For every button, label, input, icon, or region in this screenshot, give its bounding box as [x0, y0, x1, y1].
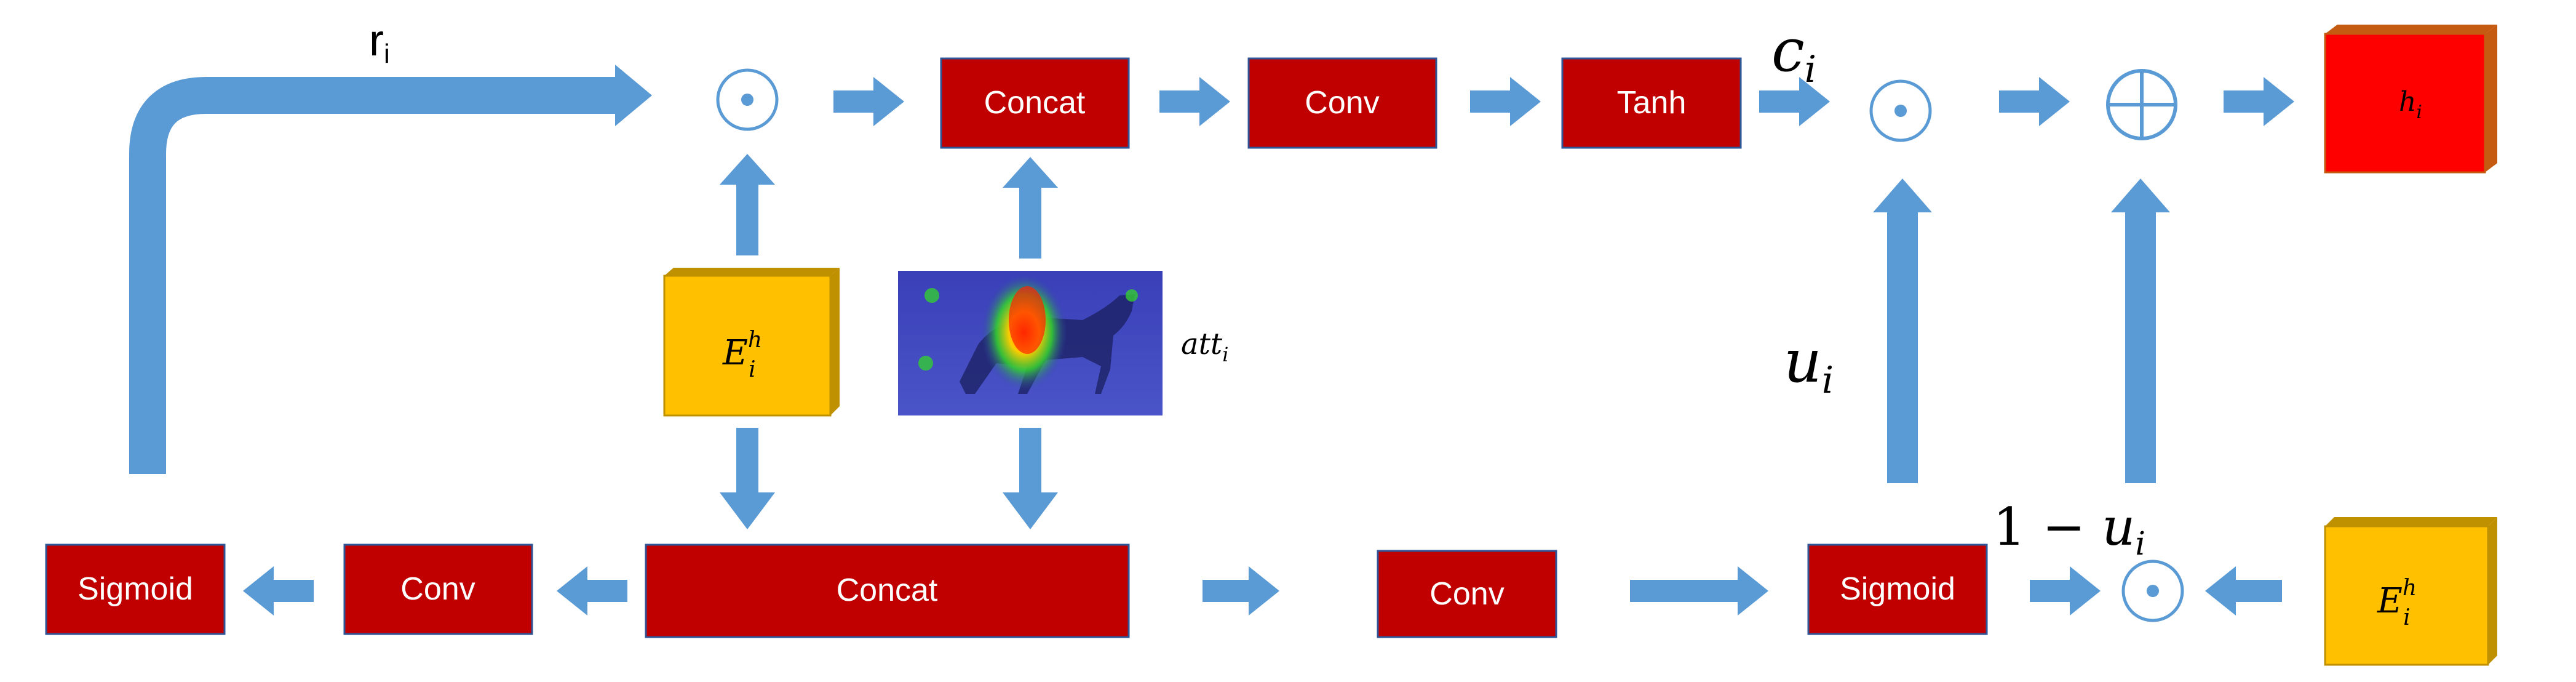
hadamard-product-icon	[1869, 79, 1932, 142]
arrow-u-up-to-odot2	[1873, 179, 1932, 483]
r-label-main: r	[369, 16, 384, 65]
one-minus-u-main: u	[2102, 497, 2135, 557]
att-label-sub: i	[1222, 343, 1228, 366]
E-left-main: E	[722, 333, 748, 373]
h-label-sub: i	[2416, 102, 2422, 123]
arrow-1minus-up-to-oplus	[2111, 179, 2170, 483]
arrow-odot1-to-concat	[833, 77, 904, 126]
sigmoid-left-label: Sigmoid	[78, 571, 193, 607]
att-label-main: att	[1181, 327, 1223, 361]
one-minus-u-sub: i	[2135, 526, 2145, 563]
sigmoid-right-label: Sigmoid	[1840, 571, 1955, 607]
u-label-sub: i	[1822, 359, 1834, 402]
conv-bottom-right-label: Conv	[1429, 576, 1504, 612]
E-right-sup: h	[2403, 576, 2417, 601]
u-label-main: u	[1784, 327, 1822, 396]
svg-text:1 − ui: 1 − ui	[1993, 497, 2145, 563]
arrow-E-bottom-to-odot3	[2205, 566, 2282, 616]
svg-text:hi: hi	[2399, 86, 2422, 123]
tanh-label: Tanh	[1617, 85, 1687, 121]
concat-box-top: Concat	[940, 57, 1130, 149]
arrow-tanh-to-odot2	[1759, 77, 1830, 126]
r-path-arrow-head	[615, 65, 652, 126]
E-right-sub: i	[2403, 605, 2411, 630]
E-left-sub: i	[749, 357, 756, 382]
oplus-top	[2106, 69, 2177, 140]
arrow-concat-to-conv-left	[557, 566, 627, 616]
arrows	[129, 65, 2294, 616]
arrow-att-down-to-concat	[1003, 428, 1058, 529]
conv-top-label: Conv	[1305, 85, 1379, 121]
odot-bottom	[2121, 560, 2184, 622]
one-minus-prefix: 1 −	[1993, 497, 2102, 557]
arrow-conv-to-sigmoid-right	[1630, 566, 1768, 616]
attention-heatmap-horse-icon	[898, 271, 1163, 415]
sigmoid-box-left: Sigmoid	[45, 544, 226, 635]
svg-text:ui: ui	[1784, 327, 1834, 402]
r-label-sub: i	[384, 39, 390, 69]
hadamard-product-icon	[2121, 560, 2184, 622]
conv-box-bottom-left: Conv	[343, 544, 533, 635]
arrow-E-up-to-odot1	[720, 154, 775, 255]
output-h-cube: hi	[2324, 25, 2497, 174]
E-right-main: E	[2377, 581, 2403, 621]
conv-box-top: Conv	[1247, 57, 1437, 149]
sigmoid-box-right: Sigmoid	[1807, 544, 1988, 635]
arrow-conv-to-tanh	[1470, 77, 1541, 126]
svg-text:Ehi: Ehi	[2377, 576, 2417, 630]
hadamard-product-icon	[716, 68, 779, 131]
c-label-main: c	[1771, 16, 1805, 85]
svg-text:Ehi: Ehi	[722, 327, 762, 382]
concat-top-label: Concat	[984, 85, 1086, 121]
conv-box-bottom-right: Conv	[1377, 550, 1557, 638]
odot-top-left	[716, 68, 779, 131]
arrow-att-up-to-concat	[1003, 157, 1058, 259]
arrow-oplus-to-h	[2224, 77, 2294, 126]
arrow-sigmoid-to-odot3	[2030, 566, 2101, 616]
arrow-concat-to-conv-right	[1203, 566, 1279, 616]
arrow-conv-to-sigmoid-left	[243, 566, 314, 616]
svg-text:ri: ri	[369, 16, 390, 69]
svg-text:atti: atti	[1181, 327, 1228, 366]
arrow-E-down-to-concat	[720, 428, 775, 529]
concat-box-bottom: Concat	[645, 544, 1130, 638]
E-left-sup: h	[748, 327, 762, 353]
svg-text:ci: ci	[1771, 16, 1816, 91]
r-path-arrow-shaft	[129, 77, 621, 474]
arrow-odot2-to-oplus	[1999, 77, 2070, 126]
concat-bottom-label: Concat	[837, 572, 938, 608]
c-label-sub: i	[1805, 48, 1816, 91]
arrow-concat-to-conv	[1159, 77, 1230, 126]
conv-bottom-left-label: Conv	[400, 571, 475, 607]
h-label-main: h	[2399, 86, 2416, 118]
odot-top-right	[1869, 79, 1932, 142]
tanh-box: Tanh	[1561, 57, 1742, 149]
